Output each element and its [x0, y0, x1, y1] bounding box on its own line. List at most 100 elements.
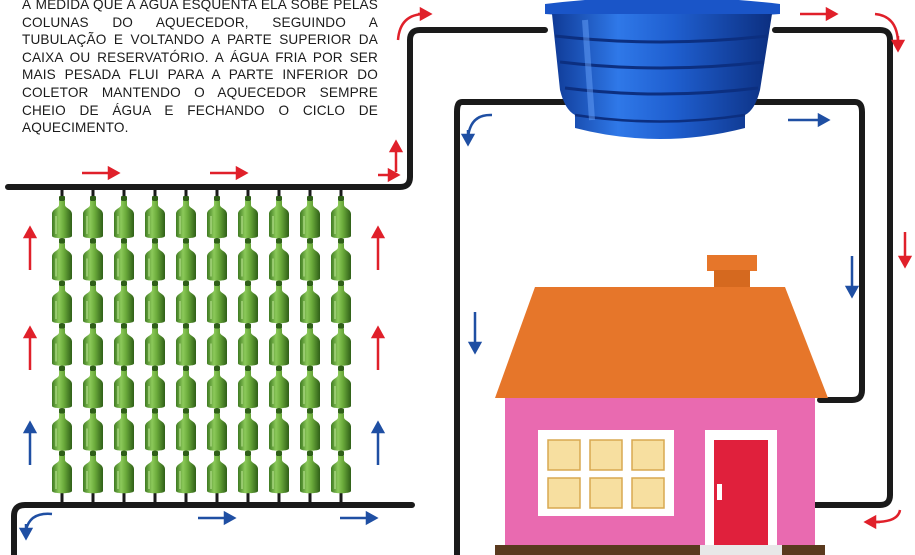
bottle: [144, 237, 166, 282]
flow-arrow-icon: [844, 256, 860, 299]
flow-arrow-icon: [370, 225, 386, 270]
bottle: [144, 365, 166, 410]
cold-pipe: [11, 502, 415, 555]
flow-arrow-icon: [418, 6, 433, 22]
bottle: [113, 195, 135, 240]
flow-arrow-icon: [460, 130, 476, 147]
bottle: [175, 195, 197, 240]
house-chimney: [707, 255, 757, 271]
bottle: [51, 280, 73, 325]
bottle: [237, 322, 259, 367]
bottle: [113, 365, 135, 410]
flow-arrows: [18, 6, 913, 541]
bottle: [175, 322, 197, 367]
bottle: [51, 195, 73, 240]
house-window: [538, 430, 674, 516]
bottle: [299, 407, 321, 452]
flow-arrow-icon: [370, 325, 386, 370]
bottle-collector-icon: [51, 195, 352, 495]
bottle: [237, 237, 259, 282]
bottle: [51, 407, 73, 452]
flow-arrow-icon: [788, 112, 831, 128]
bottle: [299, 365, 321, 410]
bottle: [299, 322, 321, 367]
flow-arrow-icon: [800, 6, 839, 22]
bottle: [175, 450, 197, 495]
water-tank-icon: [545, 0, 780, 139]
bottle: [206, 365, 228, 410]
bottle: [51, 322, 73, 367]
bottle: [268, 407, 290, 452]
bottle: [175, 407, 197, 452]
house-roof: [495, 287, 828, 398]
bottle: [51, 237, 73, 282]
ground: [495, 545, 825, 555]
bottle: [82, 195, 104, 240]
bottle: [268, 450, 290, 495]
flow-arrow-icon: [890, 36, 906, 53]
bottle: [206, 237, 228, 282]
bottle: [206, 280, 228, 325]
flow-arrow-icon: [863, 514, 880, 530]
flow-arrow-icon: [897, 232, 913, 269]
bottle: [330, 237, 352, 282]
bottle: [113, 322, 135, 367]
bottle: [330, 195, 352, 240]
bottle: [175, 280, 197, 325]
house-icon: [495, 255, 828, 555]
bottle: [237, 195, 259, 240]
house-door: [705, 430, 777, 547]
bottle: [299, 450, 321, 495]
bottle: [268, 280, 290, 325]
flow-arrow-icon: [874, 509, 902, 524]
bottle: [237, 365, 259, 410]
bottle: [299, 237, 321, 282]
caption-text: À MEDIDA QUE A ÁGUA ESQUENTA ELA SOBE PE…: [22, 0, 378, 136]
bottle: [330, 322, 352, 367]
tank-outlet-pipe: [772, 27, 893, 508]
flow-arrow-icon: [198, 510, 237, 526]
bottle: [268, 365, 290, 410]
bottle: [299, 195, 321, 240]
bottle: [237, 407, 259, 452]
bottle: [82, 237, 104, 282]
bottle: [268, 195, 290, 240]
bottle: [206, 450, 228, 495]
bottle: [113, 237, 135, 282]
bottle: [144, 407, 166, 452]
bottle: [82, 280, 104, 325]
bottle: [330, 407, 352, 452]
bottle: [330, 450, 352, 495]
bottle: [113, 280, 135, 325]
bottle: [51, 365, 73, 410]
bottle: [82, 365, 104, 410]
bottle: [144, 195, 166, 240]
bottle: [113, 407, 135, 452]
bottle: [51, 450, 73, 495]
bottle: [299, 280, 321, 325]
bottle: [175, 237, 197, 282]
flow-arrow-icon: [210, 165, 249, 181]
bottle: [144, 322, 166, 367]
bottle: [82, 450, 104, 495]
bottle: [237, 280, 259, 325]
flow-arrow-icon: [22, 420, 38, 465]
flow-arrow-icon: [370, 420, 386, 465]
bottle: [206, 407, 228, 452]
bottle: [144, 450, 166, 495]
bottle: [330, 365, 352, 410]
bottle: [82, 407, 104, 452]
collector-columns: [60, 185, 343, 507]
bottle: [330, 280, 352, 325]
bottle: [144, 280, 166, 325]
bottle: [113, 450, 135, 495]
flow-arrow-icon: [340, 510, 379, 526]
flow-arrow-icon: [388, 139, 404, 172]
flow-arrow-icon: [22, 325, 38, 370]
flow-arrow-icon: [22, 225, 38, 270]
bottle: [268, 322, 290, 367]
bottle: [82, 322, 104, 367]
bottle: [206, 322, 228, 367]
flow-arrow-icon: [467, 312, 483, 355]
